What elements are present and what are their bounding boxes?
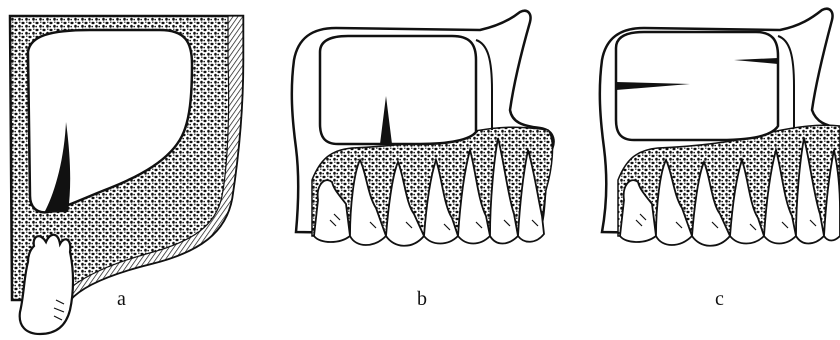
panel-c-label: c (715, 289, 724, 309)
panel-c-drawing (600, 9, 840, 246)
panel-a-drawing (10, 16, 243, 334)
panel-b-sinus-cavity (320, 36, 476, 144)
panel-b-label: b (417, 289, 427, 309)
panel-b-drawing (292, 11, 554, 246)
panel-a-label: a (117, 289, 126, 309)
